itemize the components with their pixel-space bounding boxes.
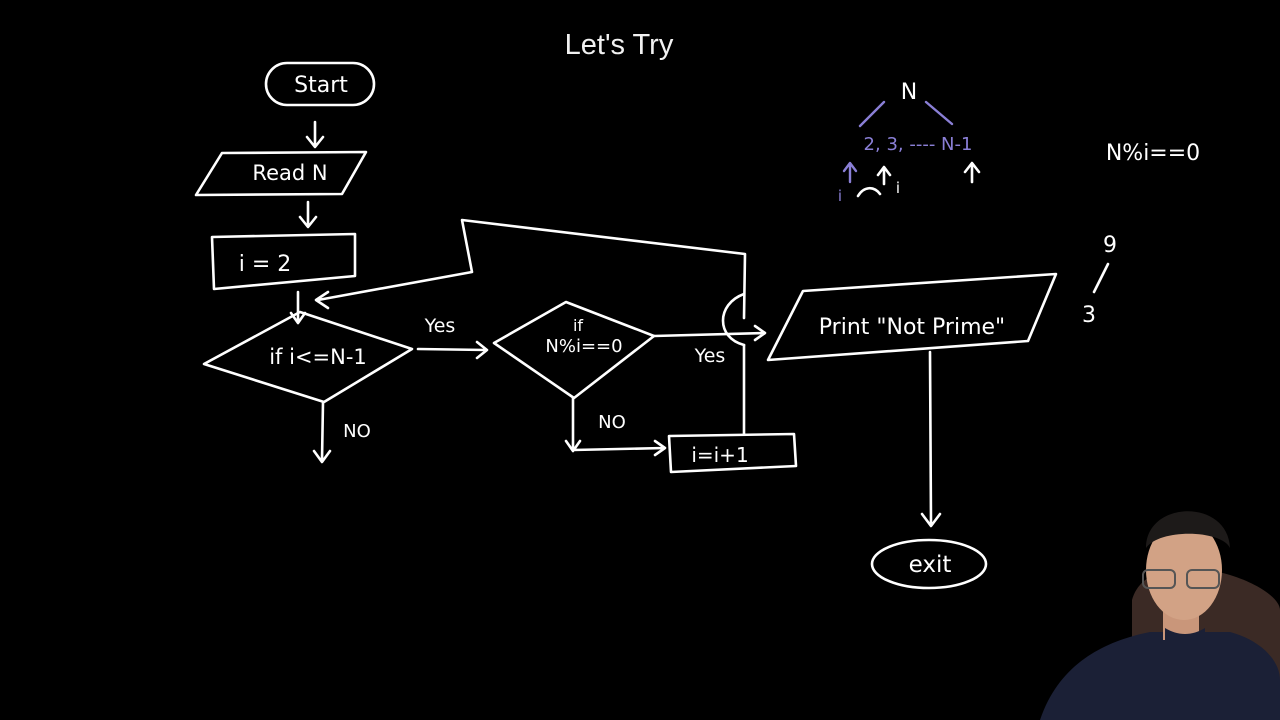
note-example-bottom: 3	[1082, 303, 1096, 328]
note-condition: N%i==0	[1106, 141, 1200, 166]
arrow-print-to-exit	[920, 350, 942, 528]
init-label: i = 2	[239, 252, 292, 277]
yes-label-1: Yes	[424, 315, 456, 337]
line-crossing-hop	[721, 292, 746, 347]
slide-title: Let's Try	[565, 29, 674, 61]
no-label-2: NO	[598, 412, 626, 433]
note-pointer-arrow-right	[963, 161, 981, 184]
loop-back-arrow	[314, 218, 747, 436]
no-label-1: NO	[343, 421, 371, 442]
yes-label-2: Yes	[694, 345, 726, 367]
note-pointer-arrow-mid	[856, 165, 892, 198]
exit-terminal-shape	[870, 538, 988, 590]
note-i-marker-left: i	[838, 187, 842, 205]
arrow-start-to-read	[305, 120, 325, 149]
start-label: Start	[294, 73, 348, 98]
note-pointer-arrow-left	[842, 161, 858, 184]
increment-process-shape	[667, 432, 798, 474]
note-range: 2, 3, ---- N-1	[864, 134, 973, 155]
read-label: Read N	[252, 161, 327, 185]
arrow-init-to-condition	[289, 290, 307, 325]
note-n-label: N	[901, 80, 917, 105]
loop-condition-label: if i<=N-1	[269, 345, 367, 369]
arrow-yes-to-print	[652, 324, 767, 342]
divisible-check-label-line2: N%i==0	[545, 336, 622, 357]
divisible-check-label-line1: if	[573, 316, 583, 335]
increment-label: i=i+1	[691, 443, 748, 467]
exit-label: exit	[909, 552, 952, 578]
arrow-read-to-init	[298, 200, 318, 229]
note-example-branch	[1092, 262, 1110, 294]
print-output-shape	[766, 272, 1058, 362]
read-input-shape	[194, 150, 368, 197]
note-example-top: 9	[1103, 233, 1117, 258]
arrow-no-to-increment	[564, 396, 667, 457]
presenter-video	[1040, 511, 1280, 720]
note-tree-branches	[858, 100, 954, 128]
arrow-yes-to-divisible-check	[416, 340, 489, 360]
arrow-no-exit-loop	[312, 400, 332, 464]
init-process-shape	[210, 232, 357, 291]
print-label: Print "Not Prime"	[819, 315, 1005, 340]
note-i-marker-mid: i	[896, 179, 900, 197]
start-terminal-shape	[264, 61, 376, 107]
